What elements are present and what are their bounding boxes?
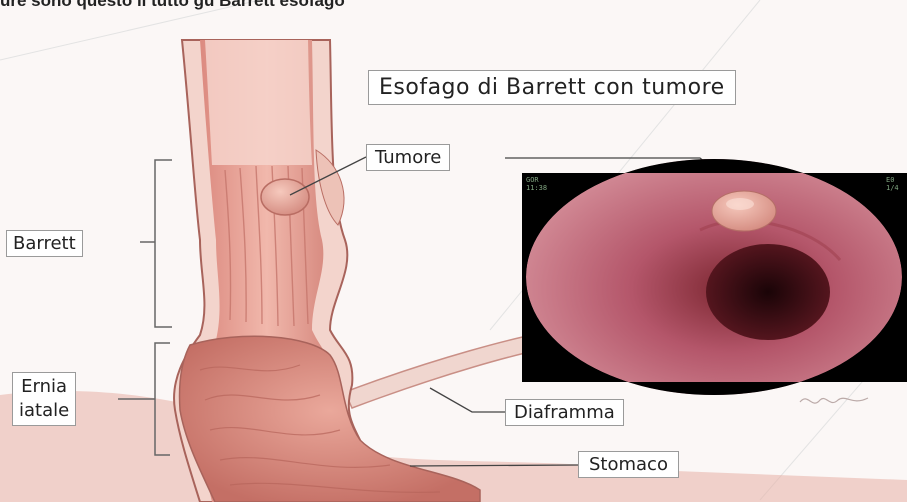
endoscopy-tumor [712,191,776,231]
caption-text: ure sono questo il tutto gu Barrett esof… [0,0,345,11]
lumen-dark-area [706,244,830,340]
endoscopy-image [522,159,907,395]
label-ernia-line1: Ernia [19,375,69,399]
label-ernia-line2: iatale [19,399,69,423]
label-barrett: Barrett [6,230,83,257]
tumor-shape [261,179,309,215]
label-diaframma: Diaframma [505,399,624,426]
signature-mark [800,398,868,403]
endoscopy-overlay-left: GOR 11:38 [526,176,547,192]
normal-mucosa [205,40,312,165]
page-caption: ure sono questo il tutto gu Barrett esof… [0,0,907,14]
label-ernia-iatale: Ernia iatale [12,372,76,426]
diagram-title: Esofago di Barrett con tumore [368,70,736,105]
endoscopy-overlay-right: E0 1/4 [886,176,899,192]
label-stomaco: Stomaco [578,451,679,478]
label-tumore: Tumore [366,144,450,171]
bracket-barrett [140,160,172,327]
